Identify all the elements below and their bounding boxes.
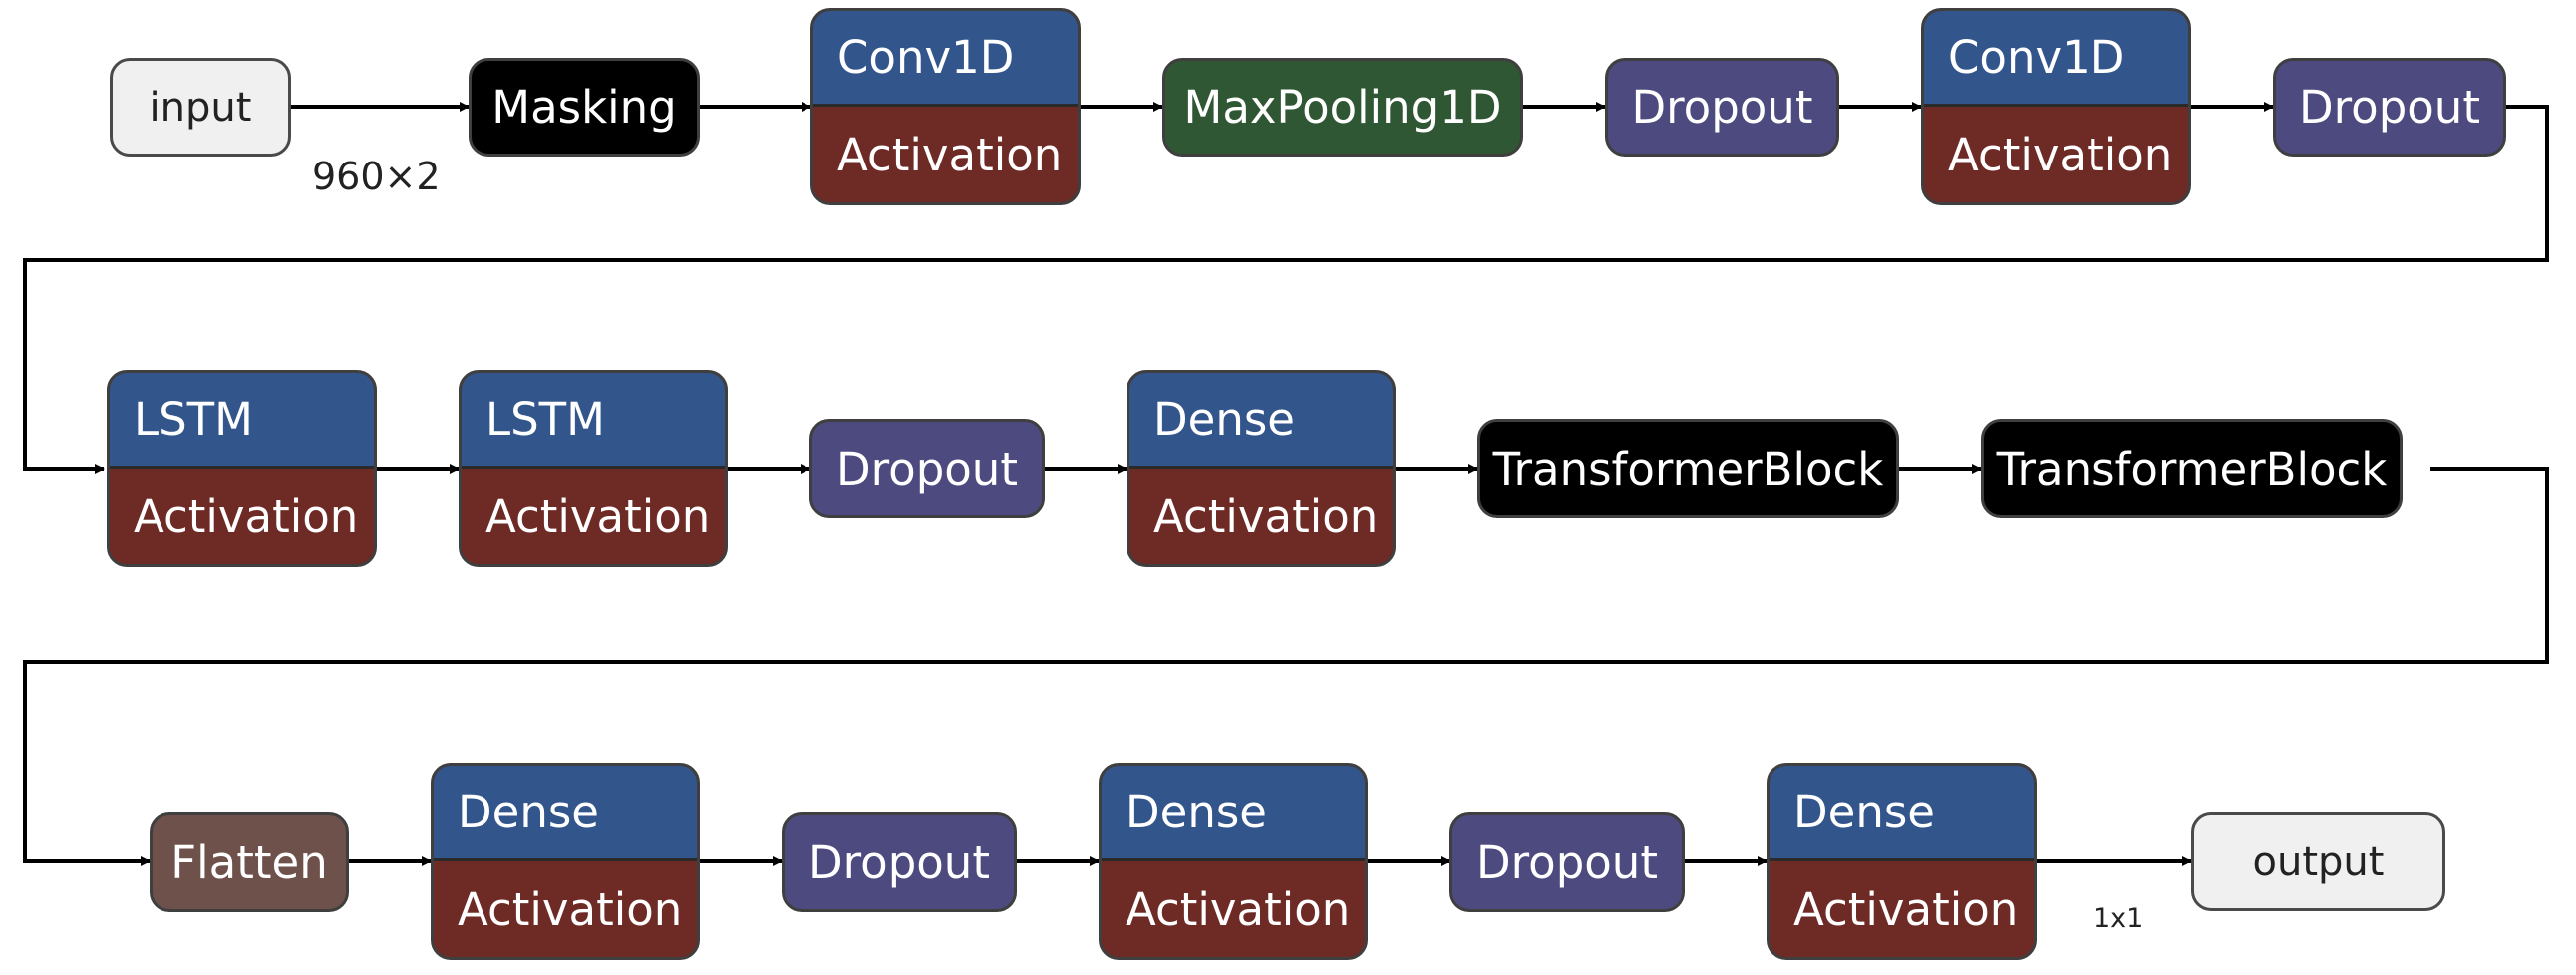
dropout-node-2: Dropout bbox=[2273, 58, 2506, 157]
dropout-node-5: Dropout bbox=[1449, 812, 1685, 912]
activation-label: Activation bbox=[1102, 861, 1365, 957]
transformer-block-label: TransformerBlock bbox=[1996, 442, 2388, 495]
output-shape-label: 1x1 bbox=[2093, 903, 2144, 934]
wrap-connector-row1-row2 bbox=[23, 105, 2549, 474]
conv1d-label: Conv1D bbox=[1924, 11, 2188, 107]
wrap-connector-row2-row3 bbox=[23, 467, 2549, 866]
activation-label: Activation bbox=[110, 469, 374, 564]
activation-label: Activation bbox=[462, 469, 725, 564]
activation-label: Activation bbox=[813, 107, 1078, 202]
dropout-label: Dropout bbox=[1631, 81, 1813, 134]
dropout-node-4: Dropout bbox=[782, 812, 1017, 912]
dropout-label: Dropout bbox=[2299, 81, 2480, 134]
lstm-activation-node-1: LSTM Activation bbox=[107, 370, 377, 567]
transformer-block-label: TransformerBlock bbox=[1492, 442, 1884, 495]
lstm-label: LSTM bbox=[110, 373, 374, 469]
masking-node: Masking bbox=[469, 58, 700, 157]
output-label: output bbox=[2252, 838, 2385, 885]
output-node: output bbox=[2191, 812, 2445, 911]
activation-label: Activation bbox=[1924, 107, 2188, 202]
activation-label: Activation bbox=[1770, 861, 2034, 957]
activation-label: Activation bbox=[1129, 469, 1393, 564]
maxpooling1d-label: MaxPooling1D bbox=[1183, 81, 1502, 134]
dense-label: Dense bbox=[1129, 373, 1393, 469]
input-node: input bbox=[110, 58, 291, 157]
lstm-label: LSTM bbox=[462, 373, 725, 469]
transformer-block-node-2: TransformerBlock bbox=[1981, 419, 2403, 518]
dense-label: Dense bbox=[1102, 766, 1365, 861]
input-shape-label: 960×2 bbox=[312, 155, 441, 198]
masking-label: Masking bbox=[491, 81, 677, 134]
dense-label: Dense bbox=[434, 766, 697, 861]
dense-activation-node-1: Dense Activation bbox=[1127, 370, 1396, 567]
flatten-label: Flatten bbox=[170, 835, 328, 889]
maxpooling1d-node: MaxPooling1D bbox=[1162, 58, 1523, 157]
dense-activation-node-3: Dense Activation bbox=[1099, 763, 1368, 960]
activation-label: Activation bbox=[434, 861, 697, 957]
input-label: input bbox=[149, 84, 252, 131]
conv1d-label: Conv1D bbox=[813, 11, 1078, 107]
dropout-node-3: Dropout bbox=[809, 419, 1045, 518]
transformer-block-node-1: TransformerBlock bbox=[1477, 419, 1899, 518]
dense-activation-node-2: Dense Activation bbox=[431, 763, 700, 960]
dropout-label: Dropout bbox=[836, 442, 1018, 495]
dense-label: Dense bbox=[1770, 766, 2034, 861]
dropout-label: Dropout bbox=[1476, 835, 1658, 889]
conv1d-activation-node-2: Conv1D Activation bbox=[1921, 8, 2191, 205]
dropout-label: Dropout bbox=[808, 835, 990, 889]
lstm-activation-node-2: LSTM Activation bbox=[459, 370, 728, 567]
dense-activation-node-4: Dense Activation bbox=[1767, 763, 2037, 960]
conv1d-activation-node-1: Conv1D Activation bbox=[810, 8, 1081, 205]
flatten-node: Flatten bbox=[150, 812, 349, 912]
dropout-node-1: Dropout bbox=[1605, 58, 1839, 157]
